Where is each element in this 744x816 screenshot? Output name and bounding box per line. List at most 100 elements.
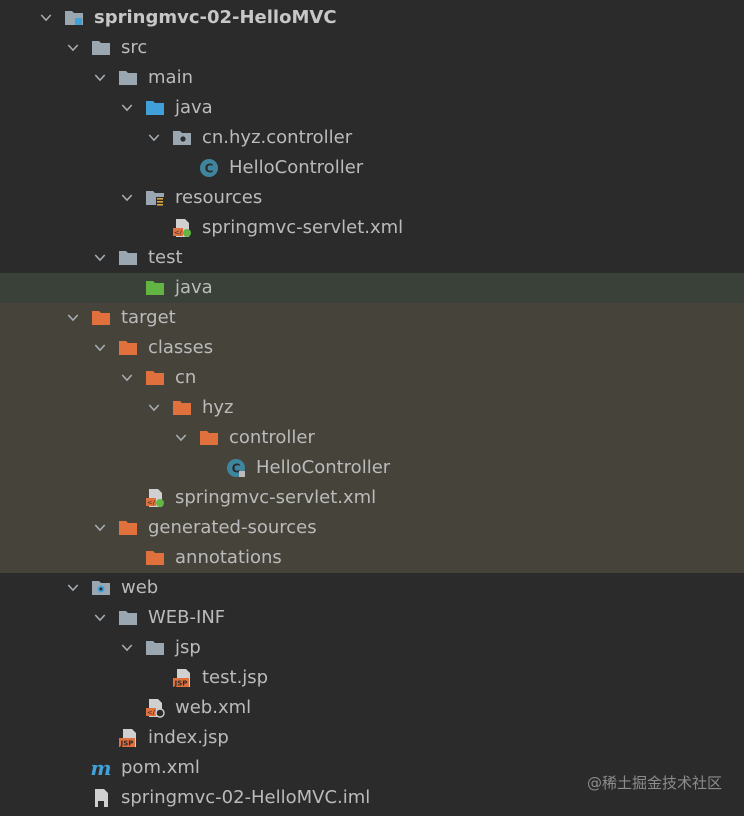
tree-item-label: target [121, 307, 176, 328]
excluded-folder-icon [91, 308, 111, 328]
tree-item[interactable]: test [0, 243, 744, 273]
folder-icon [118, 248, 138, 268]
test-root-folder-icon [145, 278, 165, 298]
folder-icon [91, 38, 111, 58]
folder-icon [118, 608, 138, 628]
tree-item-label: springmvc-02-HelloMVC [94, 7, 337, 28]
tree-item[interactable]: resources [0, 183, 744, 213]
chevron-down-icon[interactable] [94, 72, 106, 84]
tree-item-label: springmvc-servlet.xml [202, 217, 404, 238]
tree-item[interactable]: springmvc-02-HelloMVC [0, 3, 744, 33]
tree-item-label: HelloController [256, 457, 391, 478]
resources-folder-icon [145, 188, 165, 208]
chevron-down-icon[interactable] [67, 42, 79, 54]
tree-item-label: pom.xml [121, 757, 200, 778]
iml-file-icon [91, 788, 111, 808]
tree-item-label: test [148, 247, 183, 268]
tree-item-label: classes [148, 337, 214, 358]
chevron-down-icon[interactable] [121, 102, 133, 114]
spring-xml-icon: </ [145, 488, 165, 508]
tree-item[interactable]: cn.hyz.controller [0, 123, 744, 153]
tree-item[interactable]: src [0, 33, 744, 63]
tree-item[interactable]: java [0, 273, 744, 303]
tree-item-label: controller [229, 427, 315, 448]
jsp-file-icon: JSP [172, 668, 192, 688]
tree-item[interactable]: controller [0, 423, 744, 453]
svg-text:JSP: JSP [120, 740, 134, 748]
chevron-down-icon[interactable] [121, 192, 133, 204]
package-icon [172, 128, 192, 148]
tree-item-label: jsp [175, 637, 201, 658]
excluded-folder-icon [172, 398, 192, 418]
tree-item[interactable]: </ springmvc-servlet.xml [0, 483, 744, 513]
chevron-down-icon[interactable] [121, 642, 133, 654]
chevron-down-icon[interactable] [175, 432, 187, 444]
excluded-folder-icon [118, 338, 138, 358]
tree-item[interactable]: jsp [0, 633, 744, 663]
svg-text:</: </ [174, 229, 182, 237]
tree-item[interactable]: main [0, 63, 744, 93]
tree-item[interactable]: m pom.xml [0, 753, 744, 783]
tree-item[interactable]: C HelloController [0, 153, 744, 183]
tree-item-label: generated-sources [148, 517, 317, 538]
tree-item-label: springmvc-servlet.xml [175, 487, 377, 508]
tree-item-label: annotations [175, 547, 282, 568]
chevron-down-icon[interactable] [121, 372, 133, 384]
module-folder-icon [64, 8, 84, 28]
tree-item-label: resources [175, 187, 263, 208]
chevron-down-icon[interactable] [67, 582, 79, 594]
tree-item-label: src [121, 37, 148, 58]
svg-text:C: C [232, 462, 241, 476]
svg-text:m: m [90, 756, 111, 780]
svg-text:</: </ [147, 499, 155, 507]
tree-item[interactable]: java [0, 93, 744, 123]
tree-item-label: index.jsp [148, 727, 229, 748]
excluded-folder-icon [145, 368, 165, 388]
tree-item[interactable]: C HelloController [0, 453, 744, 483]
excluded-folder-icon [145, 548, 165, 568]
tree-item[interactable]: springmvc-02-HelloMVC.iml [0, 783, 744, 813]
folder-icon [145, 638, 165, 658]
tree-item[interactable]: generated-sources [0, 513, 744, 543]
svg-text:JSP: JSP [174, 680, 188, 688]
chevron-down-icon[interactable] [40, 12, 52, 24]
spring-xml-icon: </ [172, 218, 192, 238]
tree-item-label: web.xml [175, 697, 252, 718]
chevron-down-icon[interactable] [148, 132, 160, 144]
web-folder-icon [91, 578, 111, 598]
excluded-folder-icon [118, 518, 138, 538]
tree-item[interactable]: hyz [0, 393, 744, 423]
web-xml-icon: </ [145, 698, 165, 718]
folder-icon [118, 68, 138, 88]
chevron-down-icon[interactable] [94, 612, 106, 624]
tree-item[interactable]: </ springmvc-servlet.xml [0, 213, 744, 243]
top-edge [0, 0, 744, 2]
jsp-file-icon: JSP [118, 728, 138, 748]
maven-icon: m [90, 756, 111, 780]
chevron-down-icon[interactable] [148, 402, 160, 414]
java-class-icon: C [199, 158, 219, 178]
tree-item[interactable]: annotations [0, 543, 744, 573]
chevron-down-icon[interactable] [94, 522, 106, 534]
tree-item-label: HelloController [229, 157, 364, 178]
chevron-down-icon[interactable] [94, 252, 106, 264]
chevron-down-icon[interactable] [94, 342, 106, 354]
tree-item-label: cn [175, 367, 197, 388]
tree-item[interactable]: target [0, 303, 744, 333]
svg-text:</: </ [147, 709, 155, 717]
tree-item[interactable]: JSP index.jsp [0, 723, 744, 753]
tree-item-label: cn.hyz.controller [202, 127, 353, 148]
tree-item[interactable]: </ web.xml [0, 693, 744, 723]
tree-item[interactable]: web [0, 573, 744, 603]
tree-item[interactable]: WEB-INF [0, 603, 744, 633]
tree-item-label: java [175, 277, 213, 298]
compiled-class-icon: C [226, 458, 246, 478]
tree-item-label: web [121, 577, 159, 598]
watermark: @稀土掘金技术社区 [586, 774, 722, 792]
chevron-down-icon[interactable] [67, 312, 79, 324]
tree-item[interactable]: cn [0, 363, 744, 393]
tree-item[interactable]: classes [0, 333, 744, 363]
excluded-folder-icon [199, 428, 219, 448]
tree-item-label: WEB-INF [148, 607, 226, 628]
